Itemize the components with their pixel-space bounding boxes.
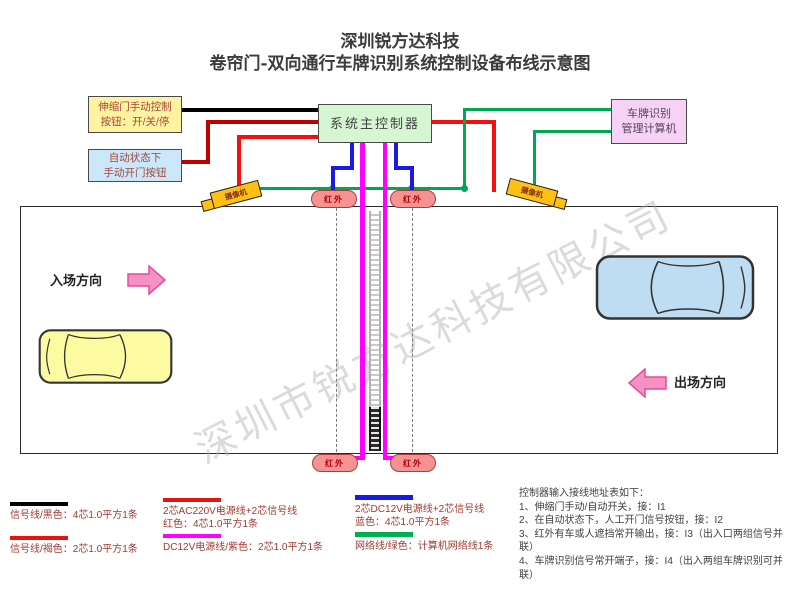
roller-door-track bbox=[369, 211, 381, 407]
green-junction-dot bbox=[461, 185, 468, 192]
auto-open-line1: 自动状态下 bbox=[108, 151, 162, 164]
wire-green-top-h bbox=[463, 108, 611, 111]
auto-open-line2: 手动开门按钮 bbox=[103, 166, 167, 179]
legend-label-blue: 2芯DC12V电源线+2芯信号线 蓝色：4芯1.0平方1条 bbox=[355, 503, 484, 529]
gate-track-dashed-right bbox=[412, 208, 413, 452]
gate-track-dashed-left bbox=[336, 208, 337, 452]
notes-item: 3、红外有车或人遮挡常开输出，接：I3（出入口两组信号并联） bbox=[519, 528, 783, 554]
manual-control-line2: 按钮：开/关/停 bbox=[100, 115, 170, 128]
notes-title: 控制器输入接线地址表如下： bbox=[519, 488, 649, 499]
manual-control-line1: 伸缩门手动控制 bbox=[98, 100, 172, 113]
wire-darkred-v bbox=[206, 120, 210, 164]
wire-green-v bbox=[463, 108, 466, 190]
wire-green-bottom-h bbox=[250, 187, 466, 190]
computer-line1: 车牌识别 bbox=[627, 107, 671, 120]
legend-swatch-magenta bbox=[163, 534, 221, 538]
infrared-sensor-bottom-right: 红外 bbox=[390, 454, 436, 472]
manual-control-button-box: 伸缩门手动控制 按钮：开/关/停 bbox=[88, 96, 182, 133]
wire-blue-left-h bbox=[331, 166, 354, 170]
entry-car-image bbox=[38, 329, 173, 384]
wire-darkred-h2 bbox=[206, 120, 318, 124]
wire-red-left-v bbox=[237, 135, 241, 189]
legend-label-brown: 信号线/褐色：2芯1.0平方1条 bbox=[10, 544, 138, 555]
roller-door-curtain bbox=[369, 407, 381, 451]
legend-label-magenta: DC12V电源线/紫色：2芯1.0平方1条 bbox=[163, 542, 324, 553]
wire-magenta-left-v bbox=[360, 141, 365, 460]
legend-swatch-blue bbox=[355, 495, 413, 500]
legend-swatch-black bbox=[10, 502, 68, 506]
wire-blue-left-v2 bbox=[331, 166, 335, 193]
wire-red-left-h bbox=[237, 135, 318, 139]
camera-label: 摄像机 bbox=[223, 187, 249, 202]
wire-blue-right-h bbox=[394, 166, 414, 170]
exit-car-image bbox=[595, 254, 755, 321]
camera-entry-icon: 摄像机 bbox=[200, 179, 263, 213]
legend-swatch-red bbox=[163, 498, 221, 502]
wire-blue-right-v1 bbox=[394, 141, 398, 170]
wire-blue-left-v1 bbox=[350, 141, 354, 170]
notes-item: 1、伸缩门手动/自动开关，接：I1 bbox=[519, 501, 666, 513]
diagram-title: 卷帘门-双向通行车牌识别系统控制设备布线示意图 bbox=[209, 54, 591, 74]
auto-open-button-box: 自动状态下 手动开门按钮 bbox=[88, 149, 182, 182]
wire-blue-right-v2 bbox=[410, 166, 414, 193]
company-title: 深圳锐方达科技 bbox=[340, 32, 460, 52]
wire-red-right-v bbox=[492, 120, 496, 192]
exit-car-svg bbox=[595, 255, 755, 320]
notes-item: 4、车牌识别信号常开端子，接：I4（出入两组车牌识别可并联） bbox=[519, 555, 783, 581]
wire-magenta-right-v bbox=[383, 141, 387, 460]
wire-darkred-h1 bbox=[180, 160, 210, 164]
wire-black-signal bbox=[180, 108, 318, 112]
legend-swatch-brown bbox=[10, 536, 68, 540]
wire-green2-v bbox=[533, 130, 536, 191]
exit-direction-arrow-icon bbox=[627, 367, 667, 399]
wire-green2-h bbox=[533, 130, 611, 133]
camera-exit-icon: 摄像机 bbox=[505, 177, 568, 211]
legend-label-blue-line1: 2芯DC12V电源线+2芯信号线 bbox=[355, 504, 485, 515]
controller-wiring-notes: 控制器输入接线地址表如下： 1、伸缩门手动/自动开关，接：I1 2、在自动状态下… bbox=[519, 487, 797, 582]
camera-label: 摄像机 bbox=[519, 185, 545, 200]
main-controller-label: 系统主控制器 bbox=[329, 116, 420, 131]
legend-label-black: 信号线/黑色：4芯1.0平方1条 bbox=[10, 510, 138, 521]
exit-direction-label: 出场方向 bbox=[674, 375, 727, 390]
legend-label-red-line1: 2芯AC220V电源线+2芯信号线 bbox=[163, 506, 298, 517]
computer-line2: 管理计算机 bbox=[621, 122, 677, 135]
legend-label-red: 2芯AC220V电源线+2芯信号线 红色：4芯1.0平方1条 bbox=[163, 505, 297, 531]
legend-swatch-green bbox=[355, 532, 413, 537]
main-controller-box: 系统主控制器 bbox=[318, 104, 432, 143]
infrared-sensor-top-right: 红外 bbox=[390, 190, 436, 208]
notes-item: 2、在自动状态下，人工开门信号按钮，接：I2 bbox=[519, 515, 723, 527]
legend-label-red-line2: 红色：4芯1.0平方1条 bbox=[163, 519, 259, 530]
entry-direction-label: 入场方向 bbox=[50, 273, 103, 288]
plate-recognition-computer-box: 车牌识别 管理计算机 bbox=[611, 99, 687, 144]
infrared-sensor-top-left: 红外 bbox=[311, 190, 357, 208]
legend-label-blue-line2: 蓝色：4芯1.0平方1条 bbox=[355, 517, 451, 528]
infrared-sensor-bottom-left: 红外 bbox=[312, 454, 358, 472]
entry-direction-arrow-icon bbox=[127, 264, 167, 296]
legend-label-green: 网络线/绿色：计算机网络线1条 bbox=[355, 541, 494, 552]
